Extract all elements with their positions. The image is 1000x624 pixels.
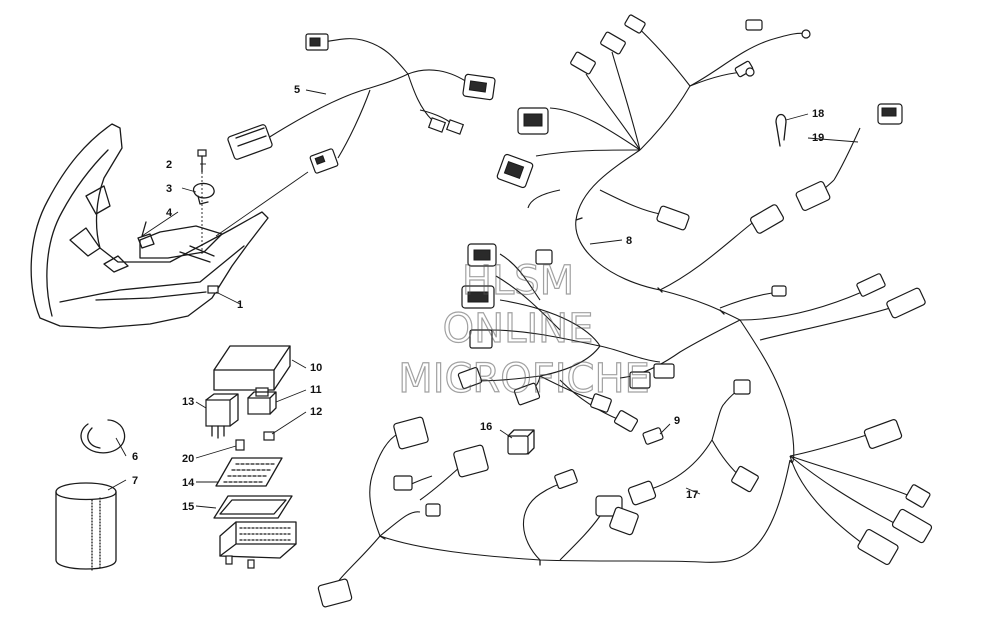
callout-2: 2 <box>166 159 172 171</box>
callout-15: 15 <box>182 501 194 513</box>
callout-17: 17 <box>686 489 698 501</box>
callout-20: 20 <box>182 453 194 465</box>
callout-3: 3 <box>166 183 172 195</box>
callout-labels: 1 2 3 4 5 6 7 8 9 10 11 12 13 14 15 16 1… <box>132 84 824 513</box>
fuse-part-12 <box>263 431 275 441</box>
terminal-5e <box>427 117 465 135</box>
connector-large-5 <box>227 124 273 160</box>
callout-10: 10 <box>310 362 322 374</box>
screw-part-2 <box>197 149 207 173</box>
relay-part-11 <box>247 391 277 415</box>
callout-18: 18 <box>812 108 824 120</box>
terminal-part-9 <box>642 427 664 445</box>
tie-part-18 <box>775 113 787 147</box>
gasket-part-15 <box>213 495 293 519</box>
watermark-line-2: ONLINE <box>443 306 594 352</box>
watermark-line-3: MICROFICHE <box>398 356 650 402</box>
bracket-part-4 <box>137 221 155 249</box>
clip-part-3 <box>192 182 215 205</box>
leader-lines <box>107 89 859 509</box>
connector-8-mid-left <box>496 153 534 189</box>
connector-5b <box>309 148 339 174</box>
relay-box-part-10 <box>213 345 291 397</box>
connector-8-small-1 <box>570 14 646 75</box>
connector-8-right-2 <box>771 273 926 319</box>
callout-7: 7 <box>132 475 138 487</box>
connector-8-bottom <box>317 416 639 608</box>
callout-6: 6 <box>132 451 138 463</box>
relay-part-13 <box>205 393 239 439</box>
connector-5d <box>462 73 496 101</box>
callout-5: 5 <box>294 84 300 96</box>
sub-harness-part-17 <box>627 379 759 506</box>
connector-8-right-3 <box>857 419 933 566</box>
upper-harness <box>215 33 496 237</box>
fuse-block <box>219 521 297 569</box>
main-harness <box>317 14 933 608</box>
callout-14: 14 <box>182 477 195 489</box>
connector-8-right-1 <box>656 204 784 234</box>
cover-part-14 <box>215 457 283 487</box>
connector-5c <box>305 33 329 51</box>
callout-8: 8 <box>626 235 632 247</box>
callout-19: 19 <box>812 132 824 144</box>
headlight-housing <box>30 123 269 329</box>
connector-harness-part-19 <box>795 103 903 212</box>
connector-8-ring-terminals <box>734 19 811 78</box>
callout-4: 4 <box>166 207 173 219</box>
clip-ring-part-6 <box>80 419 126 454</box>
sleeve-part-7 <box>55 482 117 571</box>
connector-8-top-left <box>517 107 549 135</box>
callout-9: 9 <box>674 415 680 427</box>
fuse-strip-part-20 <box>235 439 245 451</box>
connector-part-16 <box>507 429 535 455</box>
callout-16: 16 <box>480 421 492 433</box>
callout-1: 1 <box>237 299 243 311</box>
callout-13: 13 <box>182 396 194 408</box>
callout-12: 12 <box>310 406 322 418</box>
watermark: HLSM ONLINE MICROFICHE <box>398 257 651 402</box>
connector-8-center-cluster <box>457 243 675 432</box>
watermark-line-1: HLSM <box>462 258 574 304</box>
callout-11: 11 <box>310 384 322 396</box>
